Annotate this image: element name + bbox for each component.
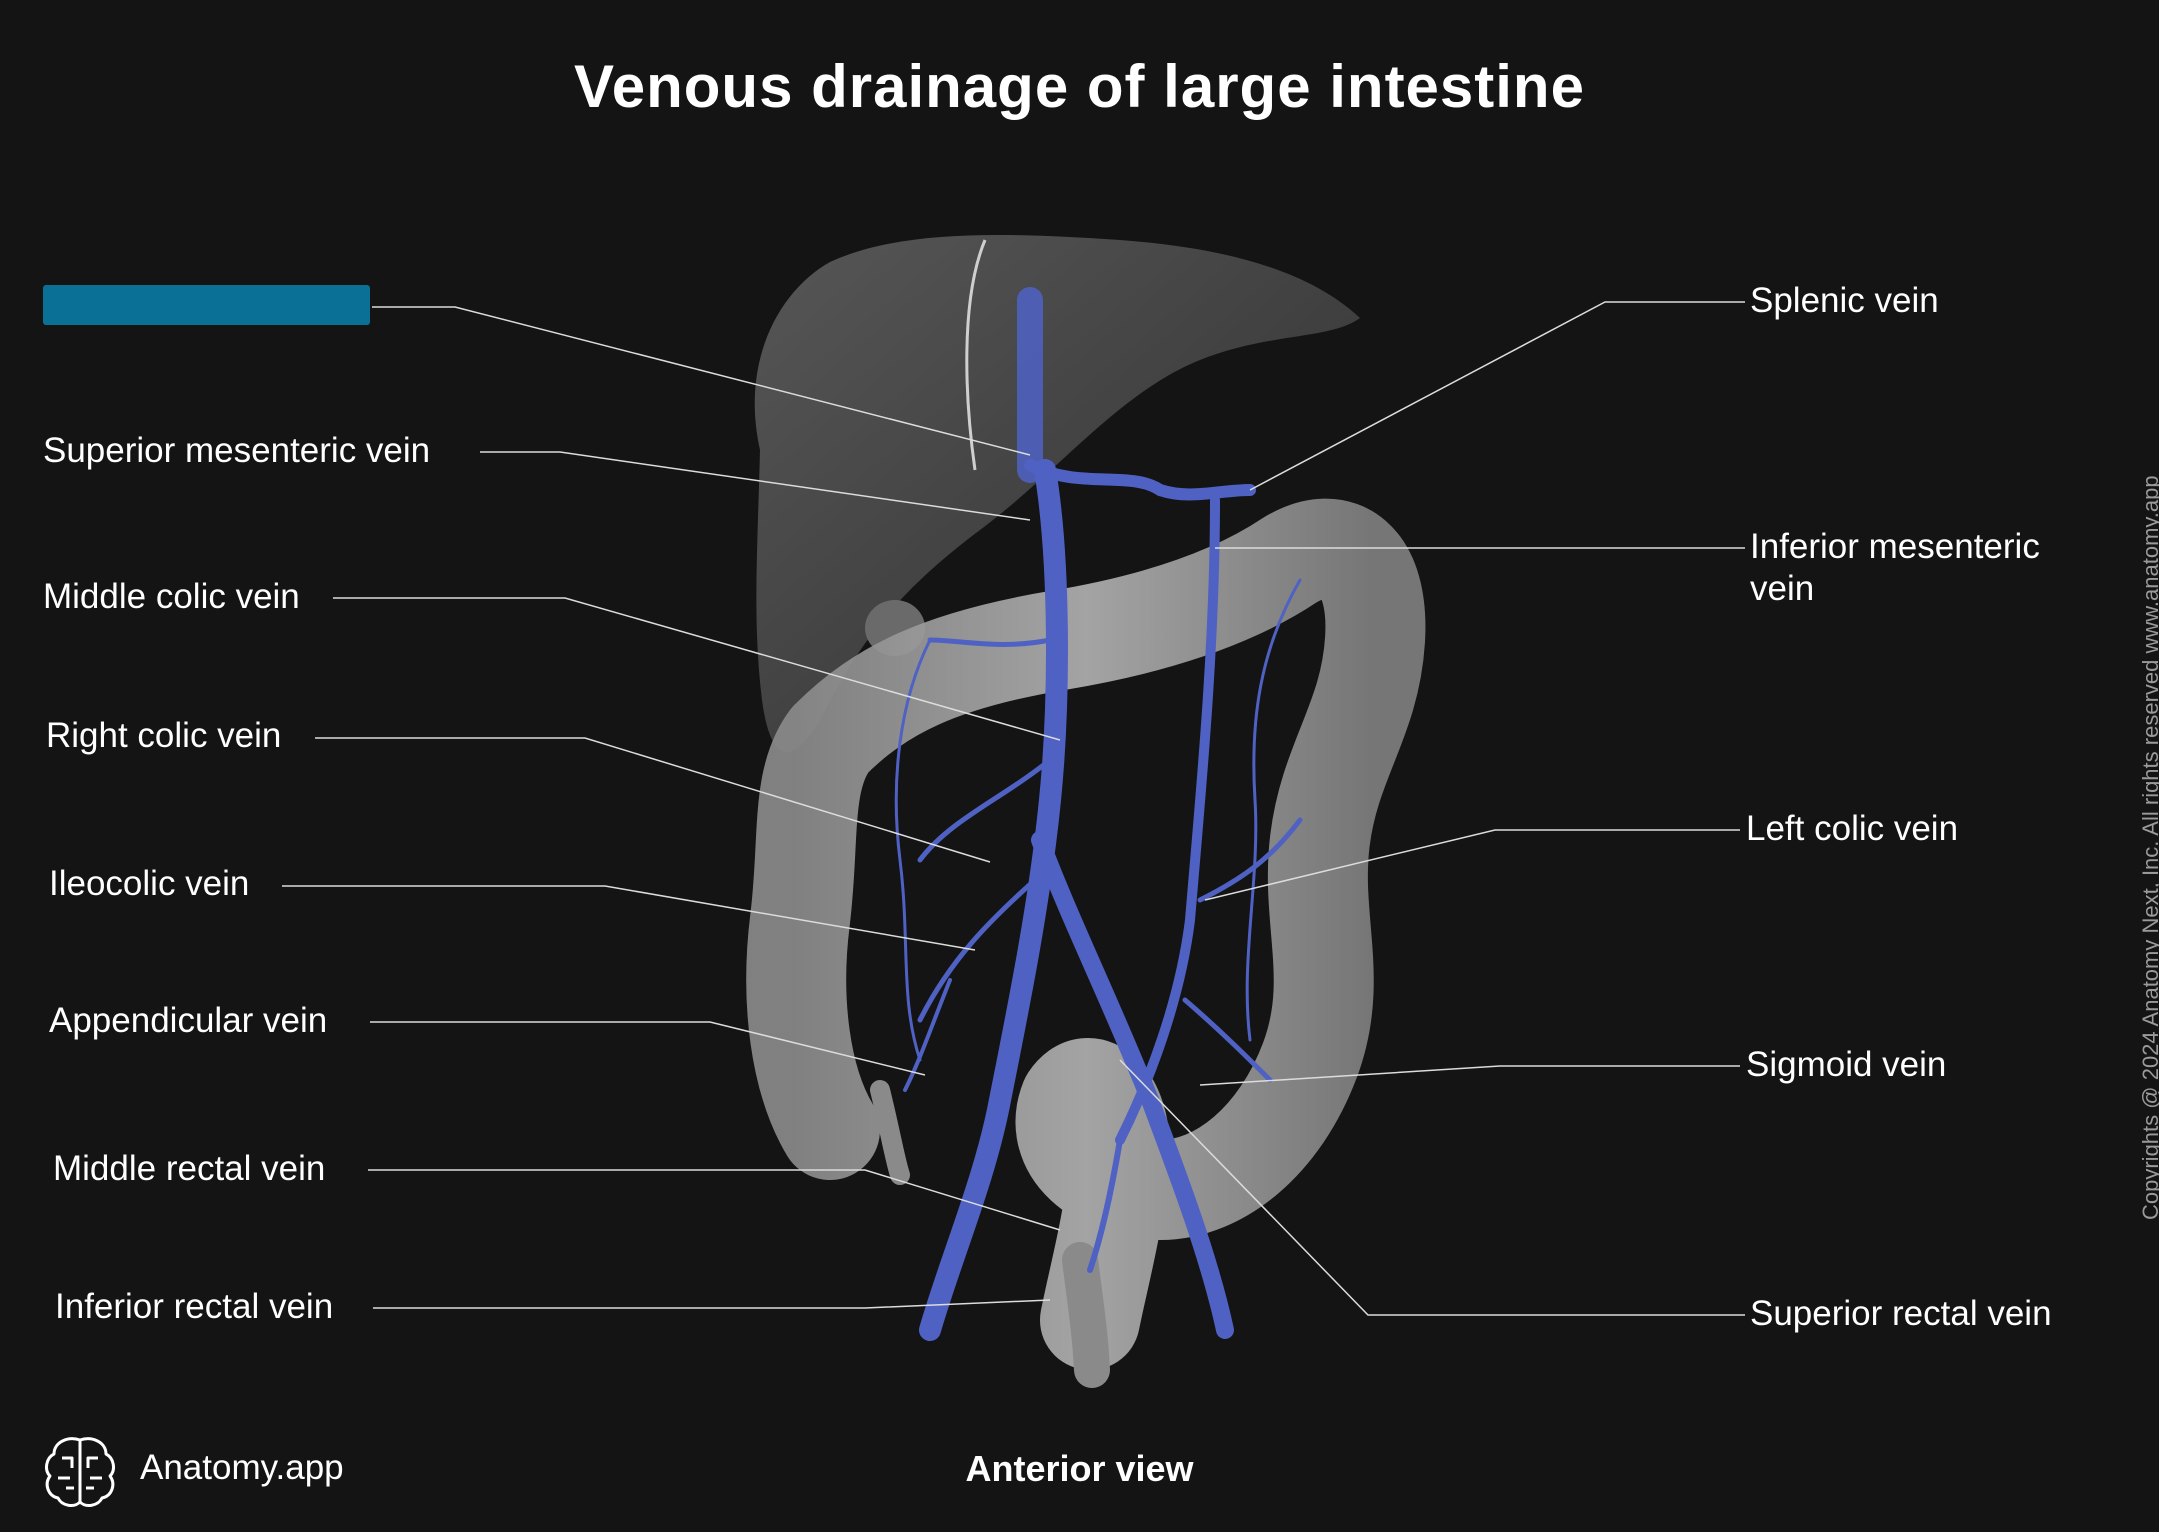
large-intestine	[746, 498, 1426, 1388]
label-right-colic-vein: Right colic vein	[46, 716, 282, 755]
label-middle-rectal-vein: Middle rectal vein	[53, 1149, 326, 1188]
diagram-title: Venous drainage of large intestine	[574, 53, 1585, 120]
copyright-notice: Copyrights @ 2024 Anatomy Next, Inc. All…	[2138, 475, 2159, 1220]
falciform-ligament	[965, 239, 987, 471]
brand-name[interactable]: Anatomy.app	[140, 1448, 344, 1487]
liver-shape	[754, 234, 1360, 753]
iliac-vein-right-shape	[1031, 831, 1234, 1339]
label-superior-rectal-vein: Superior rectal vein	[1750, 1294, 2052, 1333]
rectum	[1062, 1242, 1110, 1388]
leader-ileocolic	[282, 885, 976, 951]
middle-colic-branch	[927, 637, 1053, 647]
ileocolic-branch	[917, 877, 1038, 1023]
appendicular-branch	[903, 978, 952, 1092]
superior-rectal-branch	[1087, 1137, 1123, 1273]
splenic-vein-shape	[1024, 459, 1256, 501]
leader-appendicular	[370, 1021, 926, 1076]
label-sigmoid-vein: Sigmoid vein	[1746, 1045, 1947, 1084]
colon-path	[746, 498, 1426, 1370]
inferior-mesenteric-vein-shape	[1115, 495, 1220, 1145]
brain-logo-icon	[45, 1437, 115, 1507]
leader-middle-colic	[333, 597, 1061, 741]
leader-left-colic	[1204, 829, 1740, 901]
marginal-arcade-left	[1245, 578, 1302, 1042]
label-inferior-rectal-vein: Inferior rectal vein	[55, 1287, 334, 1326]
vein-network	[894, 287, 1303, 1341]
leader-inferior-rectal	[373, 1299, 1051, 1309]
leader-superior-mesenteric	[480, 451, 1031, 521]
right-colic-branch	[917, 757, 1053, 863]
superior-mesenteric-vein-shape	[919, 459, 1068, 1341]
marginal-arcade	[894, 638, 932, 1062]
leader-right-colic	[315, 737, 991, 863]
leader-sigmoid	[1199, 1065, 1740, 1086]
leader-superior-rectal	[1119, 1059, 1745, 1316]
leader-middle-rectal	[368, 1169, 1061, 1231]
leader-lines	[282, 301, 1745, 1316]
label-superior-mesenteric-vein: Superior mesenteric vein	[43, 431, 431, 470]
label-appendicular-vein: Appendicular vein	[49, 1001, 328, 1040]
label-inferior-mesenteric-vein: Inferior mesenteric vein	[1750, 527, 2040, 608]
sigmoid-branch	[1182, 997, 1273, 1083]
hidden-answer-label[interactable]	[43, 285, 370, 325]
label-ileocolic-vein: Ileocolic vein	[49, 864, 250, 903]
label-left-colic-vein: Left colic vein	[1746, 809, 1959, 848]
leader-splenic	[1249, 301, 1745, 491]
label-middle-colic-vein: Middle colic vein	[43, 577, 300, 616]
appendix	[870, 1080, 910, 1185]
label-splenic-vein: Splenic vein	[1750, 281, 1939, 320]
view-caption: Anterior view	[965, 1448, 1194, 1489]
leader-hidden-label	[372, 306, 1031, 456]
